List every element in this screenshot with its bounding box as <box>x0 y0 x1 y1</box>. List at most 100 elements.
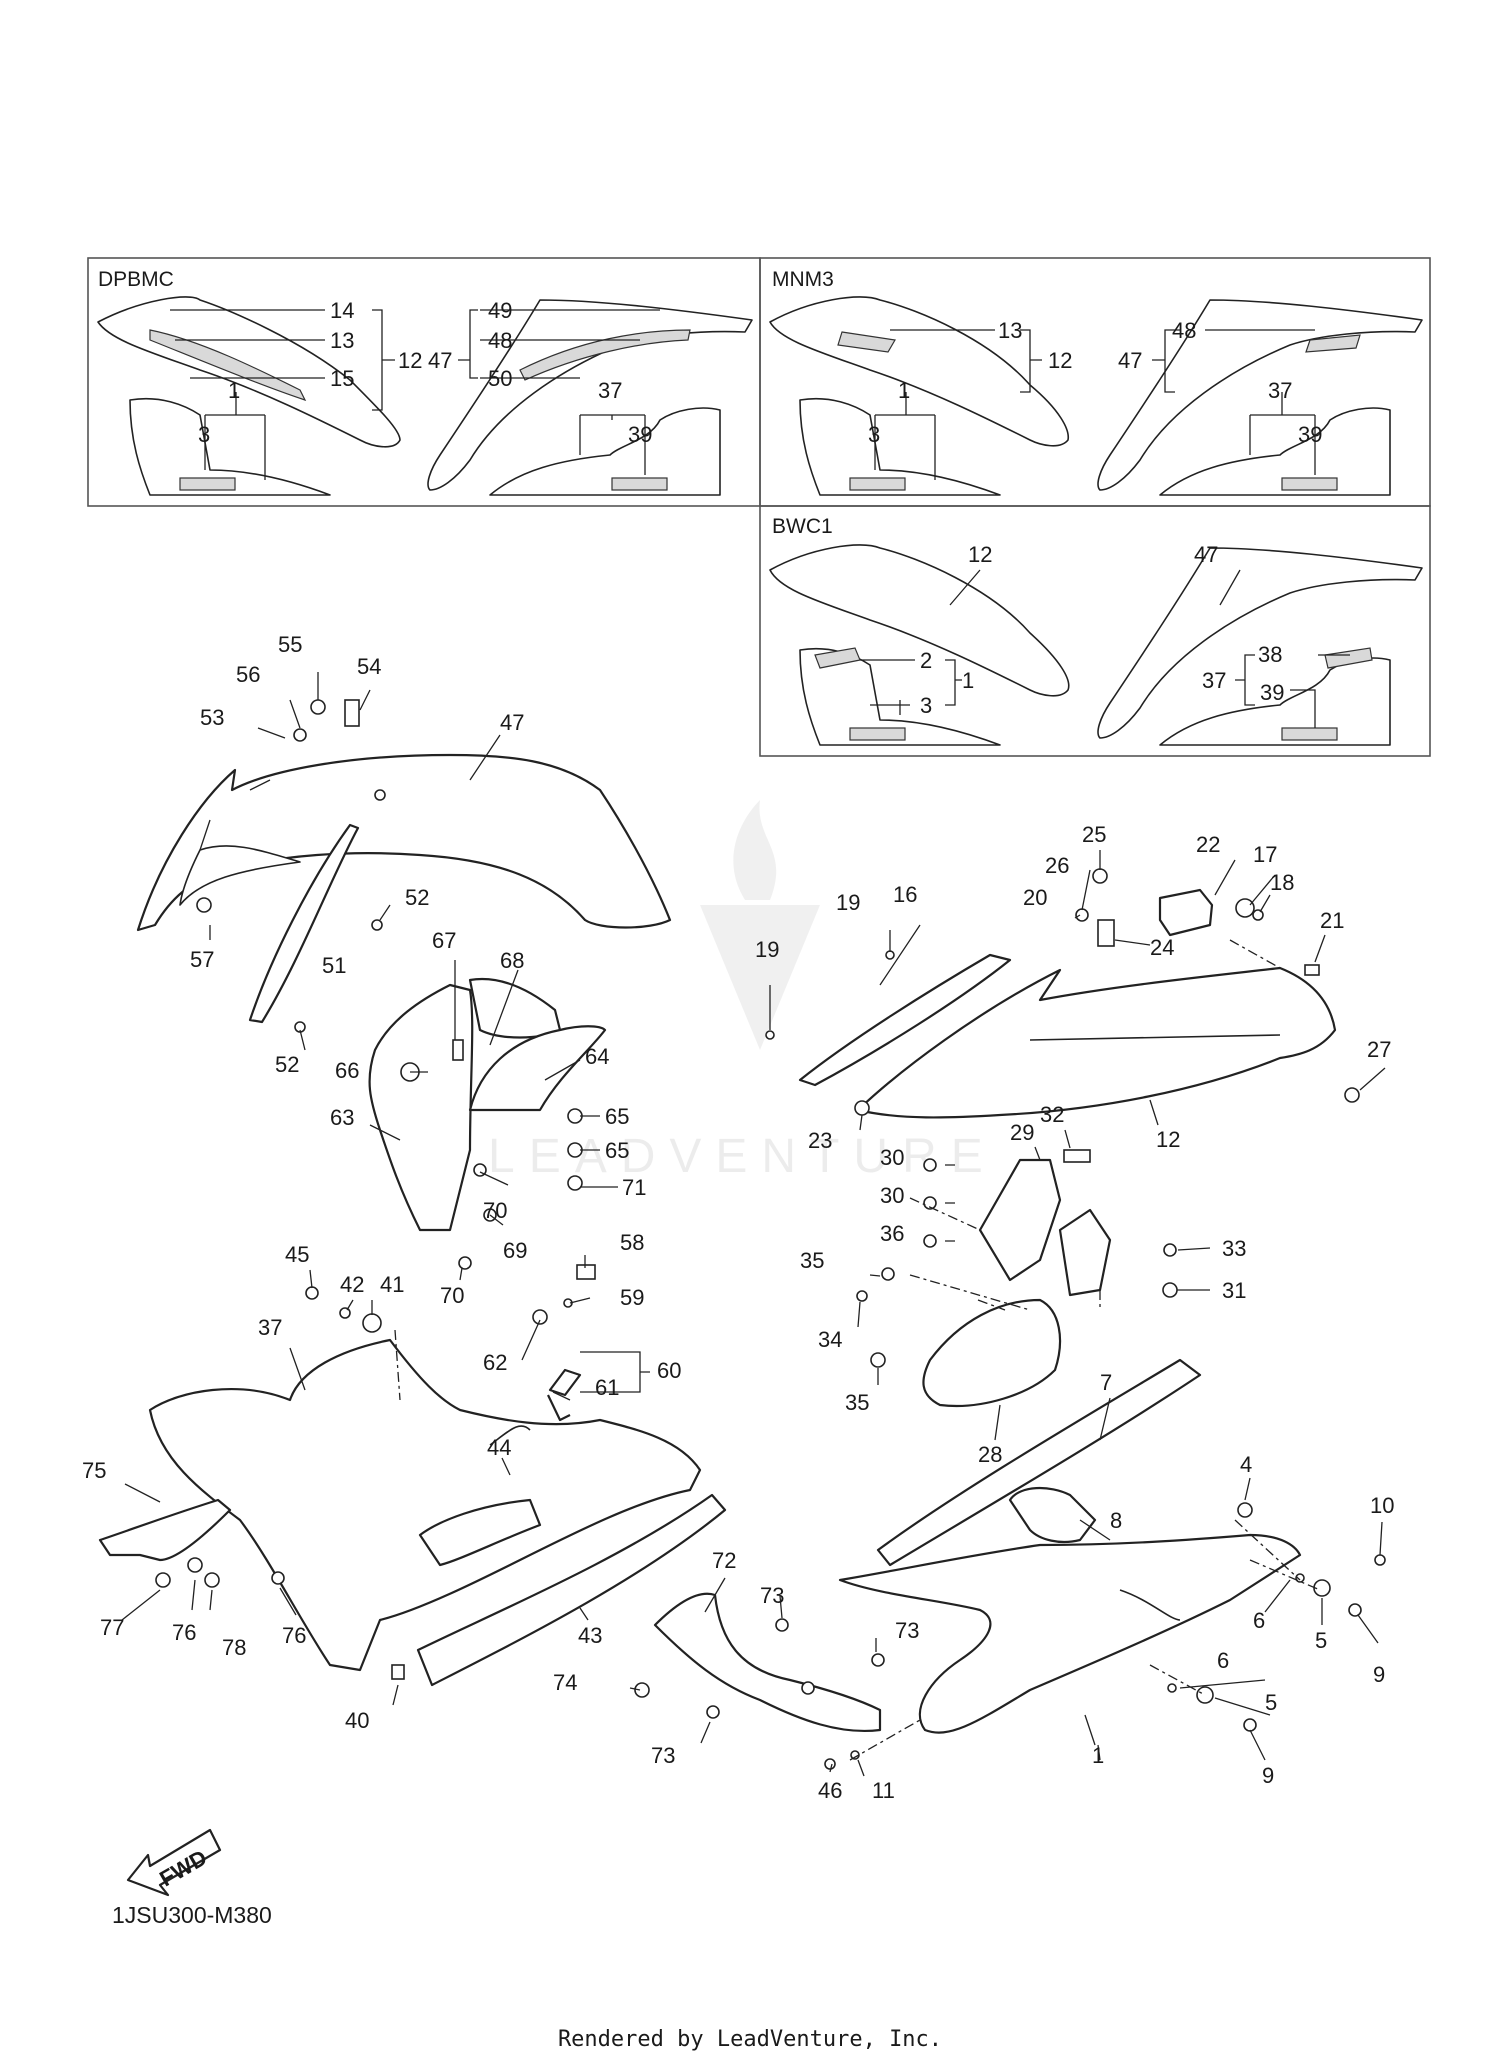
callout-26: 26 <box>1045 853 1069 878</box>
part-60-clamp <box>547 1368 582 1422</box>
callout-9: 9 <box>1262 1763 1274 1788</box>
watermark-text: LEADVENTURE <box>488 1130 997 1183</box>
callout-28: 28 <box>978 1442 1002 1467</box>
callout-1: 1 <box>898 378 910 403</box>
part-47-upper-cowling-left <box>136 753 672 932</box>
callout-61: 61 <box>595 1375 619 1400</box>
callout-65: 65 <box>605 1104 629 1129</box>
callout-7: 7 <box>1100 1370 1112 1395</box>
part-8-vent <box>1008 1486 1097 1544</box>
callout-70: 70 <box>440 1283 464 1308</box>
callout-2: 2 <box>920 648 932 673</box>
callout-3: 3 <box>920 693 932 718</box>
callout-12: 12 <box>968 542 992 567</box>
callout-36: 36 <box>880 1221 904 1246</box>
callout-5: 5 <box>1315 1628 1327 1653</box>
mnm3-parts <box>769 296 1423 496</box>
bwc1-callouts: 12 47 2 1 3 38 37 39 <box>920 542 1284 718</box>
callout-75: 75 <box>82 1458 106 1483</box>
callout-76: 76 <box>282 1623 306 1648</box>
callout-4: 4 <box>1240 1452 1252 1477</box>
callout-45: 45 <box>285 1242 309 1267</box>
dpbmc-leaders <box>170 309 660 480</box>
callout-73: 73 <box>760 1583 784 1608</box>
part-1-lower-cowling-right <box>838 1533 1302 1734</box>
callout-37: 37 <box>1268 378 1292 403</box>
callout-16: 16 <box>893 882 917 907</box>
part-22-bracket <box>1158 888 1214 937</box>
callout-72: 72 <box>712 1548 736 1573</box>
dpbmc-parts <box>97 296 753 496</box>
callout-30: 30 <box>880 1145 904 1170</box>
callout-62: 62 <box>483 1350 507 1375</box>
part-16-strip <box>798 953 1012 1087</box>
fwd-arrow-icon: FWD <box>126 1828 222 1897</box>
callout-39: 39 <box>1298 422 1322 447</box>
callout-37: 37 <box>1202 668 1226 693</box>
callout-22: 22 <box>1196 832 1220 857</box>
callout-34: 34 <box>818 1327 842 1352</box>
panel-title-mnm3: MNM3 <box>772 268 834 291</box>
callout-1: 1 <box>962 668 974 693</box>
callout-15: 15 <box>330 366 354 391</box>
callout-35: 35 <box>845 1390 869 1415</box>
bwc1-leaders <box>860 569 1350 728</box>
part-63-inner-panel <box>368 977 562 1232</box>
callout-18: 18 <box>1270 870 1294 895</box>
watermark-logo: LEADVENTURE <box>488 800 997 1183</box>
callout-47: 47 <box>1118 348 1142 373</box>
callout-10: 10 <box>1370 1493 1394 1518</box>
callout-47: 47 <box>1194 542 1218 567</box>
callout-35: 35 <box>800 1248 824 1273</box>
callout-78: 78 <box>222 1635 246 1660</box>
diagram-code: 1JSU300-M380 <box>112 1902 272 1928</box>
part-43-strip <box>416 1493 727 1687</box>
callout-25: 25 <box>1082 822 1106 847</box>
callout-5: 5 <box>1265 1690 1277 1715</box>
panel-title-dpbmc: DPBMC <box>98 268 174 291</box>
callout-12: 12 <box>398 348 422 373</box>
part-12-upper-cowling-right <box>856 939 1337 1119</box>
callout-19: 19 <box>836 890 860 915</box>
callout-50: 50 <box>488 366 512 391</box>
callout-3: 3 <box>198 422 210 447</box>
callout-37: 37 <box>258 1315 282 1340</box>
footer-credit: Rendered by LeadVenture, Inc. <box>557 2027 943 2052</box>
callout-71: 71 <box>622 1175 646 1200</box>
part-64-inner-panel <box>468 1025 607 1112</box>
callout-55: 55 <box>278 632 302 657</box>
callout-67: 67 <box>432 928 456 953</box>
callout-70: 70 <box>483 1198 507 1223</box>
callout-38: 38 <box>1258 642 1282 667</box>
callout-56: 56 <box>236 662 260 687</box>
callout-44: 44 <box>487 1435 511 1460</box>
callout-1: 1 <box>1092 1743 1104 1768</box>
callout-57: 57 <box>190 947 214 972</box>
callout-17: 17 <box>1253 842 1277 867</box>
callout-12: 12 <box>1156 1127 1180 1152</box>
callout-19: 19 <box>755 937 779 962</box>
fasteners <box>155 699 1386 1770</box>
main-callouts: 55 54 56 53 47 57 51 52 52 67 68 66 64 6… <box>82 632 1394 1803</box>
callout-76: 76 <box>172 1620 196 1645</box>
part-7-strip <box>876 1358 1202 1567</box>
callout-31: 31 <box>1222 1278 1246 1303</box>
callout-68: 68 <box>500 948 524 973</box>
bwc1-parts <box>769 544 1423 746</box>
callout-8: 8 <box>1110 1508 1122 1533</box>
callout-23: 23 <box>808 1128 832 1153</box>
callout-49: 49 <box>488 298 512 323</box>
callout-29: 29 <box>1010 1120 1034 1145</box>
callout-77: 77 <box>100 1615 124 1640</box>
callout-1: 1 <box>228 378 240 403</box>
callout-39: 39 <box>628 422 652 447</box>
callout-30: 30 <box>880 1183 904 1208</box>
callout-52: 52 <box>275 1052 299 1077</box>
callout-40: 40 <box>345 1708 369 1733</box>
callout-63: 63 <box>330 1105 354 1130</box>
callout-9: 9 <box>1373 1662 1385 1687</box>
mnm3-leaders <box>874 329 1316 480</box>
callout-69: 69 <box>503 1238 527 1263</box>
callout-27: 27 <box>1367 1037 1391 1062</box>
